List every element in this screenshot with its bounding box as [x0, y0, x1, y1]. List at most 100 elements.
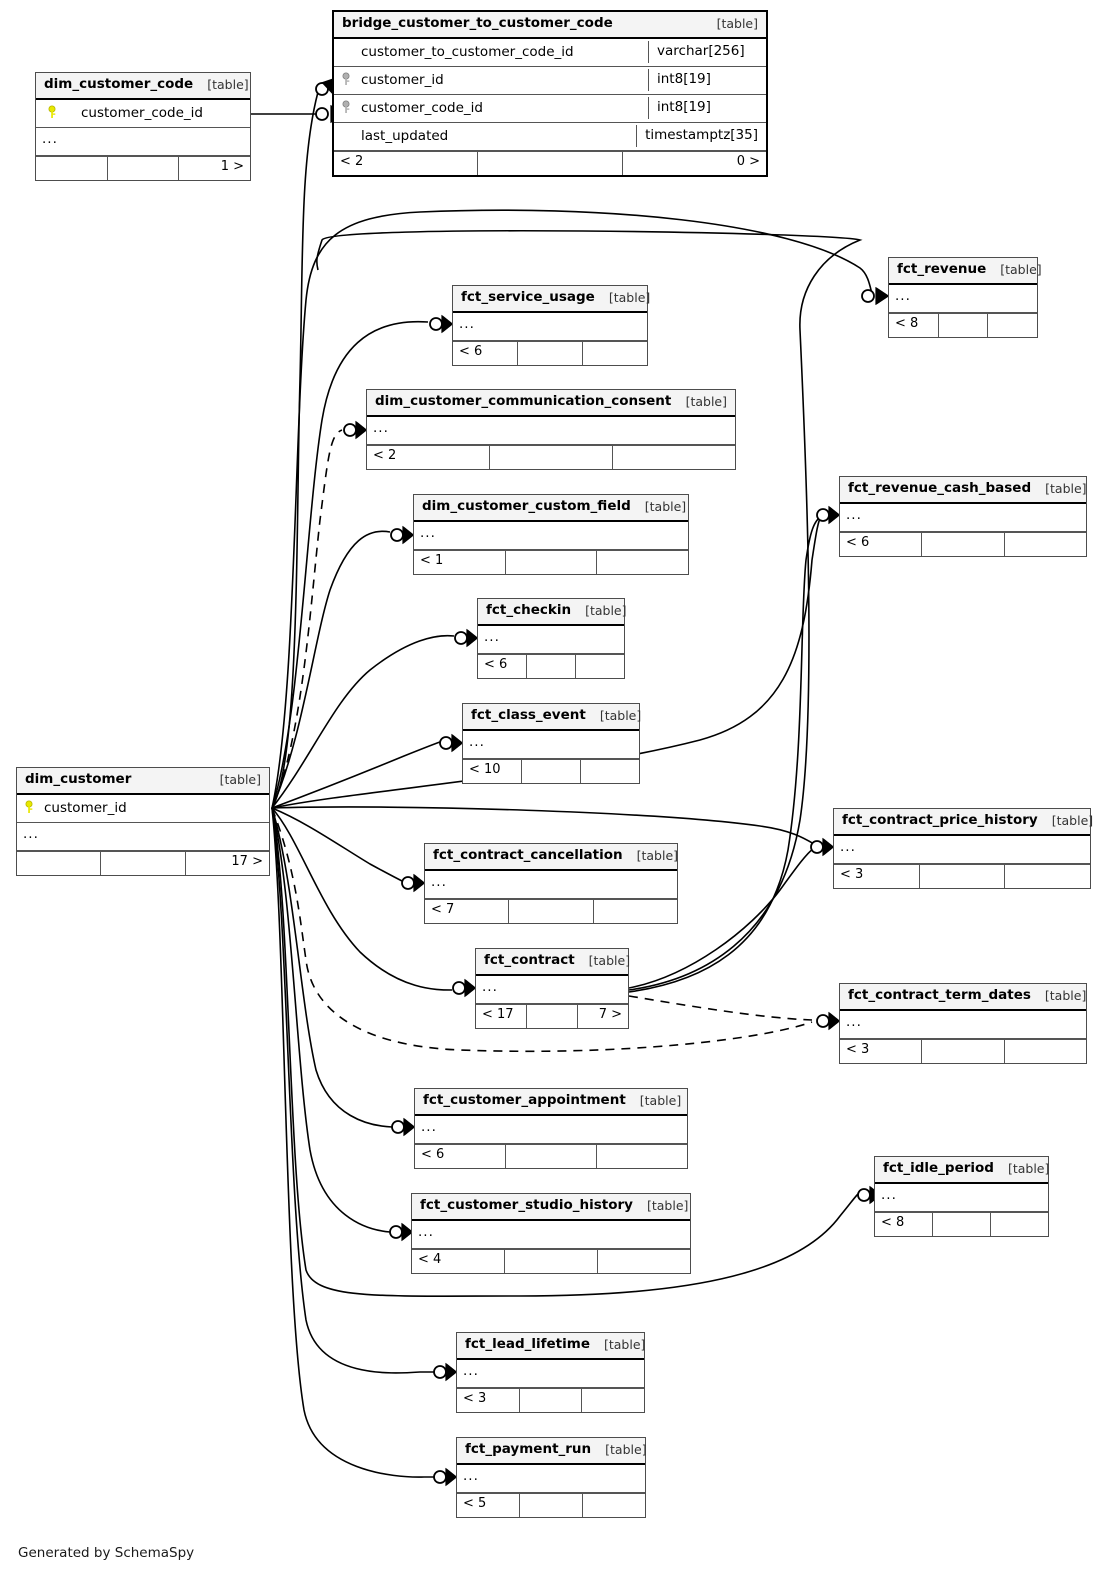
footer-outgoing-count: [988, 314, 1037, 337]
column-name: customer_code_id: [334, 96, 648, 121]
table-node-fct-checkin[interactable]: fct_checkin [table] ... < 6: [477, 598, 627, 679]
table-ellipsis-row: ...: [36, 127, 250, 156]
table-footer: < 10: [463, 758, 639, 783]
primary-key-icon: [342, 72, 355, 86]
footer-incoming-count: < 8: [889, 313, 939, 337]
footer-middle: [522, 759, 581, 783]
footer-outgoing-count: [581, 760, 639, 783]
column-label: customer_id: [44, 799, 127, 816]
table-type-tag: [table]: [639, 1092, 682, 1108]
table-node-fct-contract[interactable]: fct_contract [table] ... < 17 7 >: [475, 948, 631, 1029]
footer-middle: [939, 313, 989, 337]
table-column-row[interactable]: customer_id: [17, 794, 269, 823]
edge-dim-customer-to-fct-contract-price-history: [271, 806, 815, 845]
footer-incoming-count: < 6: [478, 654, 527, 678]
table-header: fct_checkin [table]: [478, 599, 627, 626]
cardinality-fct-customer-appointment: [391, 1117, 415, 1137]
column-label: last_updated: [361, 127, 449, 144]
footer-incoming-count: < 3: [840, 1039, 923, 1063]
table-type-tag: [table]: [588, 952, 631, 968]
table-node-fct-payment-run[interactable]: fct_payment_run [table] ... < 5: [456, 1437, 647, 1518]
footer-outgoing-count: [597, 551, 688, 574]
collapsed-columns-ellipsis: ...: [840, 839, 856, 856]
table-title: dim_customer: [25, 771, 132, 787]
footer-incoming-count: < 3: [834, 864, 920, 888]
table-node-dim-customer-communication-consent[interactable]: dim_customer_communication_consent [tabl…: [366, 389, 736, 470]
table-column-row[interactable]: customer_to_customer_code_id varchar[256…: [334, 38, 766, 67]
edge-dim-customer-to-bridge: [271, 91, 319, 809]
footer-incoming-count: [17, 851, 102, 875]
column-type: timestamptz[35]: [636, 124, 766, 148]
table-title: fct_customer_appointment: [423, 1092, 626, 1108]
table-type-tag: [table]: [1000, 261, 1042, 277]
table-node-dim-customer-custom-field[interactable]: dim_customer_custom_field [table] ... < …: [413, 494, 689, 575]
edge-dim-customer-to-fct-class-event: [271, 741, 441, 809]
footer-outgoing-count: [613, 446, 735, 469]
table-node-fct-customer-appointment[interactable]: fct_customer_appointment [table] ... < 6: [414, 1088, 688, 1169]
table-footer: < 2 0 >: [334, 150, 766, 175]
column-name: customer_code_id: [36, 101, 250, 126]
footer-outgoing-count: [582, 1389, 644, 1412]
table-footer: < 8: [875, 1211, 1048, 1236]
footer-middle: [108, 156, 180, 180]
table-node-bridge-customer-to-customer-code[interactable]: bridge_customer_to_customer_code [table]…: [332, 10, 768, 177]
table-footer: < 8: [889, 312, 1037, 337]
cardinality-fct-contract-term-dates: [816, 1011, 840, 1031]
primary-key-icon: [48, 105, 61, 119]
table-node-fct-class-event[interactable]: fct_class_event [table] ... < 10: [462, 703, 641, 784]
table-node-fct-revenue-cash-based[interactable]: fct_revenue_cash_based [table] ... < 6: [839, 476, 1087, 557]
table-node-fct-lead-lifetime[interactable]: fct_lead_lifetime [table] ... < 3: [456, 1332, 645, 1413]
column-label: customer_id: [361, 71, 444, 88]
table-column-row[interactable]: customer_id int8[19]: [334, 66, 766, 95]
collapsed-columns-ellipsis: ...: [463, 1363, 479, 1380]
table-footer: 17 >: [17, 850, 269, 875]
footer-outgoing-count: [1005, 1040, 1086, 1063]
table-header: dim_customer_custom_field [table]: [414, 495, 688, 522]
table-column-row[interactable]: customer_code_id: [36, 99, 250, 128]
table-ellipsis-row: ...: [17, 822, 269, 851]
table-ellipsis-row: ...: [476, 975, 628, 1004]
footer-outgoing-count: [598, 1250, 690, 1273]
table-title: fct_class_event: [471, 707, 586, 723]
footer-middle: [527, 1004, 578, 1028]
cardinality-fct-revenue: [861, 286, 890, 306]
table-node-fct-contract-term-dates[interactable]: fct_contract_term_dates [table] ... < 3: [839, 983, 1087, 1064]
table-title: fct_lead_lifetime: [465, 1336, 590, 1352]
collapsed-columns-ellipsis: ...: [420, 525, 436, 542]
table-column-row[interactable]: customer_code_id int8[19]: [334, 94, 766, 123]
footer-middle: [490, 445, 613, 469]
table-node-fct-service-usage[interactable]: fct_service_usage [table] ... < 6: [452, 285, 650, 366]
table-footer: < 6: [478, 653, 624, 678]
table-node-fct-contract-price-history[interactable]: fct_contract_price_history [table] ... <…: [833, 808, 1093, 889]
column-name: customer_id: [17, 796, 269, 821]
table-node-dim-customer[interactable]: dim_customer [table] customer_id ... 17 …: [16, 767, 270, 876]
table-node-fct-contract-cancellation[interactable]: fct_contract_cancellation [table] ... < …: [424, 843, 678, 924]
table-title: fct_payment_run: [465, 1441, 592, 1457]
table-ellipsis-row: ...: [457, 1464, 645, 1493]
footer-middle: [478, 151, 623, 175]
table-footer: < 2: [367, 444, 735, 469]
table-ellipsis-row: ...: [367, 416, 735, 445]
table-header: fct_idle_period [table]: [875, 1157, 1049, 1184]
table-column-row[interactable]: last_updated timestamptz[35]: [334, 122, 766, 151]
table-title: fct_revenue_cash_based: [848, 480, 1032, 496]
column-type: int8[19]: [648, 96, 766, 120]
table-node-fct-revenue[interactable]: fct_revenue [table] ... < 8: [888, 257, 1042, 338]
table-title: fct_contract_term_dates: [848, 987, 1031, 1003]
collapsed-columns-ellipsis: ...: [42, 131, 58, 148]
table-node-fct-customer-studio-history[interactable]: fct_customer_studio_history [table] ... …: [411, 1193, 691, 1274]
footer-outgoing-count: [1005, 865, 1090, 888]
table-title: dim_customer_code: [44, 76, 194, 92]
table-node-dim-customer-code[interactable]: dim_customer_code [table] customer_code_…: [35, 72, 251, 181]
edge-fct-contract-to-fct-contract-term-dates: [628, 995, 813, 1021]
table-header: dim_customer_code [table]: [36, 73, 250, 100]
table-type-tag: [table]: [219, 771, 261, 787]
footer-incoming-count: < 6: [415, 1144, 506, 1168]
cardinality-fct-checkin: [454, 628, 478, 648]
table-type-tag: [table]: [716, 15, 758, 31]
cardinality-fct-lead-lifetime: [433, 1362, 457, 1382]
table-ellipsis-row: ...: [425, 870, 677, 899]
footer-incoming-count: < 3: [457, 1388, 520, 1412]
column-label: customer_code_id: [361, 99, 483, 116]
table-node-fct-idle-period[interactable]: fct_idle_period [table] ... < 8: [874, 1156, 1049, 1237]
